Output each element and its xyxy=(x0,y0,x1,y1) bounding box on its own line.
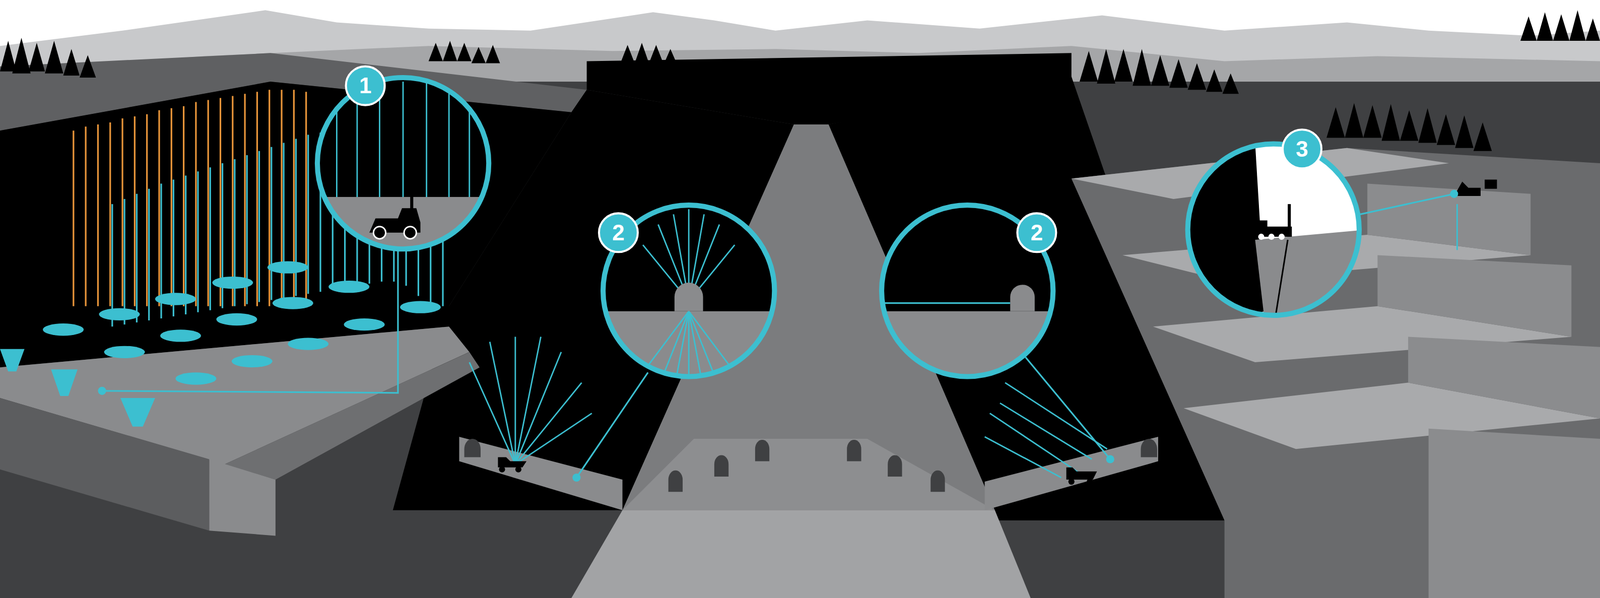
callout-number: 3 xyxy=(1284,130,1321,168)
callout-number: 2 xyxy=(1018,214,1055,251)
callout-number: 2 xyxy=(600,214,637,251)
callout-number: 1 xyxy=(347,67,384,104)
